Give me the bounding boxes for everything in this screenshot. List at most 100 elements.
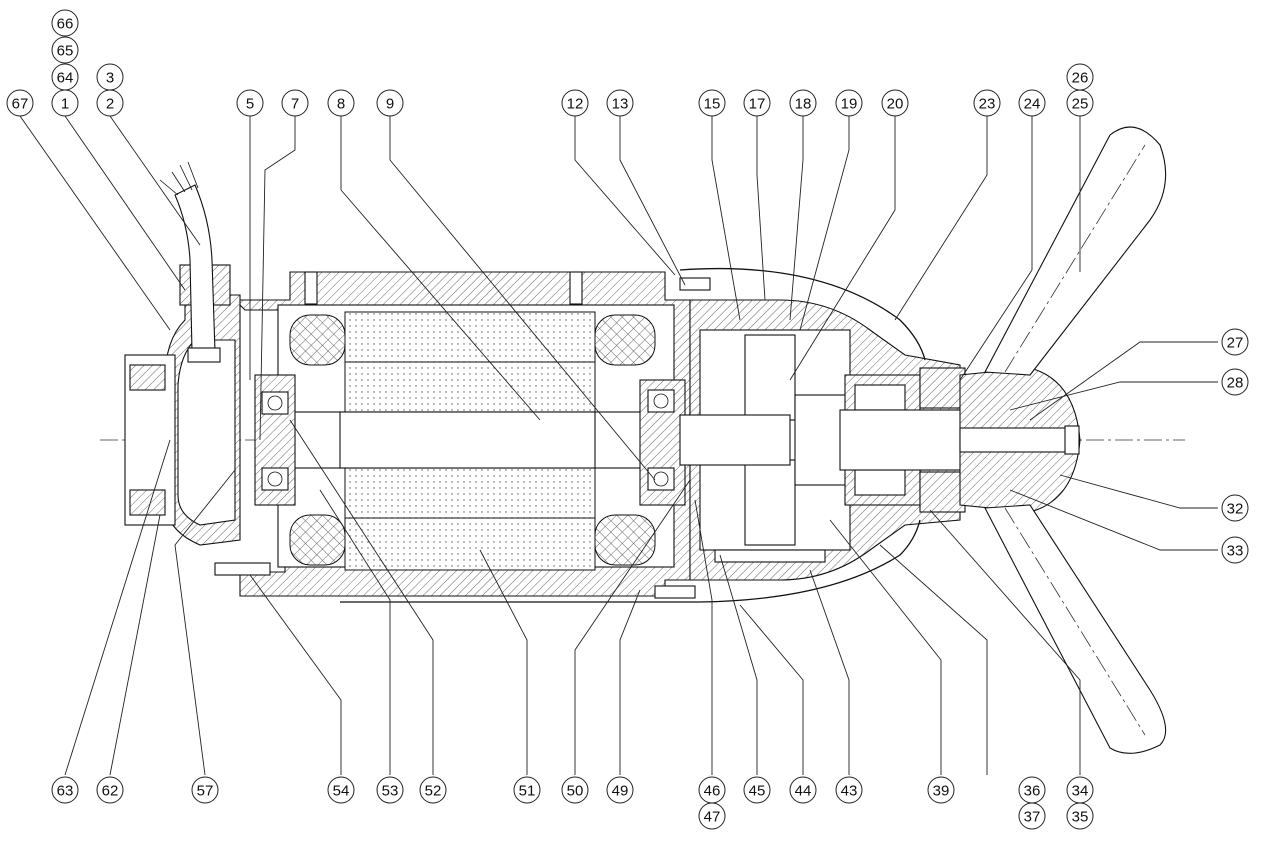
callout-circle xyxy=(1066,63,1094,91)
callout-circle xyxy=(606,89,634,117)
callout-20: 20 xyxy=(881,89,909,117)
callout-number: 3 xyxy=(106,70,114,87)
callout-circle xyxy=(1221,328,1249,356)
callout-circle xyxy=(881,89,909,117)
rear-bearing xyxy=(261,391,289,415)
callout-9: 9 xyxy=(376,89,404,117)
callout-circle xyxy=(51,9,79,37)
callout-number: 17 xyxy=(749,96,766,113)
callout-circle xyxy=(327,776,355,804)
callout-circle xyxy=(1221,368,1249,396)
callout-2: 2 xyxy=(96,89,124,117)
callout-47: 47 xyxy=(698,802,726,830)
callout-number: 46 xyxy=(704,783,721,800)
callout-number: 33 xyxy=(1227,543,1244,560)
mounting-boss-top xyxy=(129,364,166,391)
callout-number: 37 xyxy=(1024,809,1041,826)
callout-44: 44 xyxy=(789,776,817,804)
callout-18: 18 xyxy=(789,89,817,117)
callout-circle xyxy=(281,89,309,117)
callout-number: 20 xyxy=(887,96,904,113)
output-bearing-bottom xyxy=(854,469,906,496)
callout-34: 34 xyxy=(1066,776,1094,804)
callout-number: 45 xyxy=(749,783,766,800)
callout-35: 35 xyxy=(1066,802,1094,830)
outer-shell-outline xyxy=(679,267,926,361)
outer-shell-outline-lower xyxy=(340,519,921,603)
callout-circle xyxy=(51,36,79,64)
flange-bolt-bottom xyxy=(654,585,696,599)
callout-circle xyxy=(376,89,404,117)
callout-37: 37 xyxy=(1018,802,1046,830)
callout-23: 23 xyxy=(973,89,1001,117)
stator-winding-bottom xyxy=(289,514,346,566)
callout-number: 8 xyxy=(337,96,345,113)
callout-circle xyxy=(835,89,863,117)
callout-circle xyxy=(743,776,771,804)
callout-62: 62 xyxy=(96,776,124,804)
propeller-blade-upper xyxy=(984,126,1167,376)
callout-number: 25 xyxy=(1072,96,1089,113)
callout-circle xyxy=(973,89,1001,117)
callout-43: 43 xyxy=(835,776,863,804)
callout-number: 47 xyxy=(704,809,721,826)
callout-51: 51 xyxy=(513,776,541,804)
callout-circle xyxy=(835,776,863,804)
callout-46: 46 xyxy=(698,776,726,804)
shaft-center-section xyxy=(339,411,596,469)
callout-number: 13 xyxy=(612,96,629,113)
callout-circle xyxy=(698,89,726,117)
callout-number: 35 xyxy=(1072,809,1089,826)
callout-circle xyxy=(789,89,817,117)
callout-52: 52 xyxy=(419,776,447,804)
callout-49: 49 xyxy=(606,776,634,804)
callout-number: 34 xyxy=(1072,783,1089,800)
callout-7: 7 xyxy=(281,89,309,117)
cable-clamp xyxy=(187,347,221,363)
callout-25: 25 xyxy=(1066,89,1094,117)
propeller-blade-lower xyxy=(984,504,1167,754)
leader-lines xyxy=(19,115,1218,776)
stator-winding-bottom-right xyxy=(594,514,656,566)
callout-number: 36 xyxy=(1024,783,1041,800)
callout-number: 39 xyxy=(933,783,950,800)
callout-circle xyxy=(927,776,955,804)
callout-number: 2 xyxy=(106,96,114,113)
callout-number: 15 xyxy=(704,96,721,113)
callout-number: 24 xyxy=(1024,96,1041,113)
housing-bolt-2 xyxy=(569,271,583,305)
callout-circle xyxy=(96,776,124,804)
callout-64: 64 xyxy=(51,63,79,91)
callout-number: 7 xyxy=(291,96,299,113)
callout-39: 39 xyxy=(927,776,955,804)
callout-circle xyxy=(327,89,355,117)
hub-nut xyxy=(1064,425,1080,455)
rear-bearing-ball-top xyxy=(267,395,283,411)
callout-15: 15 xyxy=(698,89,726,117)
callout-circle xyxy=(743,89,771,117)
callout-57: 57 xyxy=(191,776,219,804)
callout-number: 66 xyxy=(57,16,74,33)
callout-circle xyxy=(561,776,589,804)
front-bearing-bottom xyxy=(647,467,675,491)
callout-number: 50 xyxy=(567,783,584,800)
callout-17: 17 xyxy=(743,89,771,117)
gearbox-tie-rod xyxy=(714,549,826,563)
callout-number: 23 xyxy=(979,96,996,113)
cable-wire-3 xyxy=(179,164,193,191)
callout-45: 45 xyxy=(743,776,771,804)
callout-circle xyxy=(513,776,541,804)
callout-circle xyxy=(236,89,264,117)
front-bearing-top xyxy=(647,389,675,413)
callout-number: 9 xyxy=(386,96,394,113)
callout-number: 32 xyxy=(1227,501,1244,518)
callout-number: 5 xyxy=(246,96,254,113)
callout-32: 32 xyxy=(1221,494,1249,522)
callout-circle xyxy=(51,63,79,91)
rotor-bottom xyxy=(344,465,596,519)
callout-number: 67 xyxy=(12,96,29,113)
callout-53: 53 xyxy=(376,776,404,804)
blade-upper-centerline xyxy=(1004,144,1146,373)
callout-24: 24 xyxy=(1018,89,1046,117)
callout-number: 19 xyxy=(841,96,858,113)
